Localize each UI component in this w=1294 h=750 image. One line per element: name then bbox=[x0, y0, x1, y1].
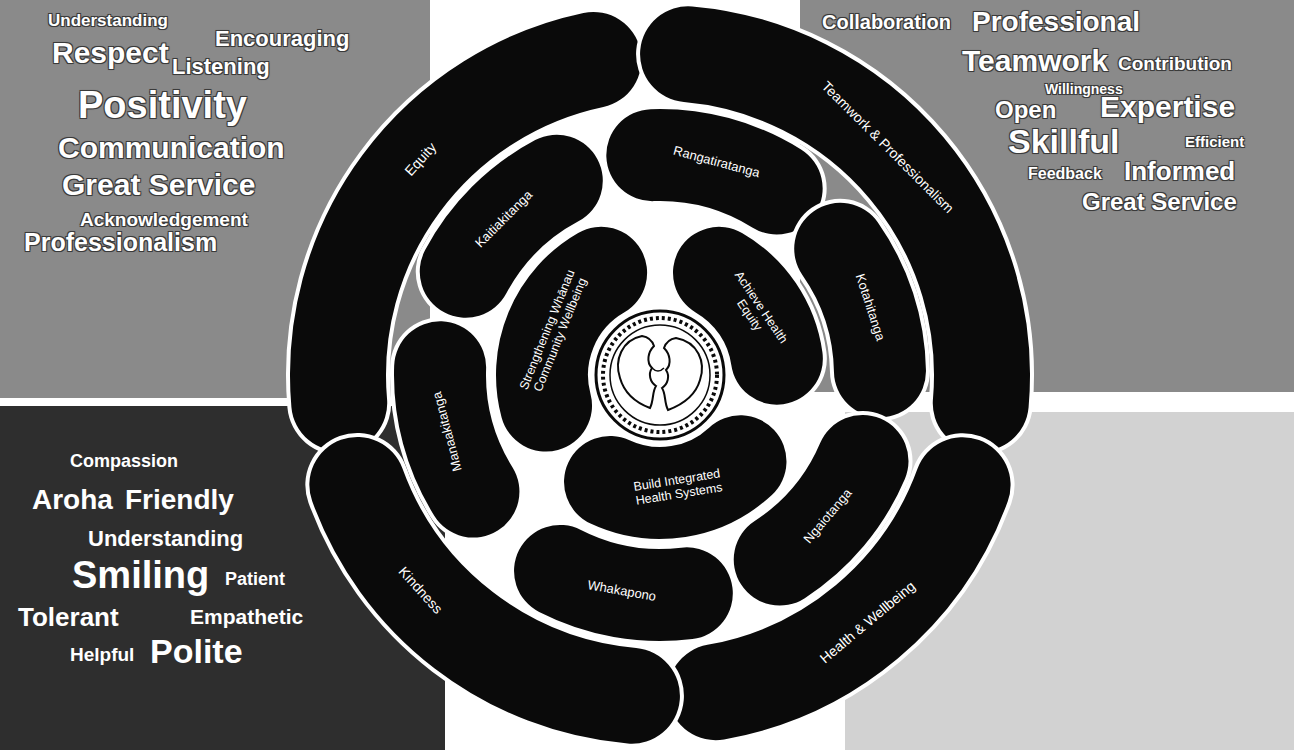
value-word: Informed bbox=[1124, 158, 1235, 184]
value-word: Professional bbox=[972, 8, 1140, 36]
value-word: Great Service bbox=[62, 170, 255, 200]
value-word: Teamwork bbox=[962, 46, 1108, 76]
value-word: Tolerant bbox=[18, 604, 119, 630]
value-word: Communication bbox=[58, 133, 285, 163]
value-word: Encouraging bbox=[215, 28, 349, 50]
value-word: Listening bbox=[172, 56, 270, 78]
value-word: Polite bbox=[150, 634, 243, 668]
value-wheel bbox=[247, 0, 1072, 750]
value-word: Smiling bbox=[72, 556, 209, 594]
value-word: Great Service bbox=[1082, 190, 1237, 214]
value-word: Feedback bbox=[1028, 166, 1102, 182]
centre-logo bbox=[596, 311, 724, 439]
value-word: Understanding bbox=[88, 528, 243, 550]
value-word: Empathetic bbox=[190, 606, 303, 627]
value-word: Aroha bbox=[32, 486, 113, 514]
value-word: Helpful bbox=[70, 645, 134, 664]
value-word: Acknowledgement bbox=[80, 210, 248, 229]
value-word: Compassion bbox=[70, 452, 178, 470]
value-word: Friendly bbox=[125, 486, 234, 514]
word-cloud-panel: UnderstandingEncouraging RespectListening… bbox=[0, 0, 430, 398]
value-word: Patient bbox=[225, 570, 285, 588]
value-word: Respect bbox=[52, 38, 169, 68]
value-word: Professionalism bbox=[24, 230, 217, 255]
value-word: Understanding bbox=[48, 12, 168, 29]
value-word: Positivity bbox=[78, 86, 247, 124]
value-word: Contribution bbox=[1118, 54, 1232, 73]
value-word: Efficient bbox=[1185, 134, 1244, 149]
value-word: Open bbox=[995, 98, 1056, 122]
value-word: Skillful bbox=[1008, 124, 1119, 158]
value-word: Collaboration bbox=[822, 12, 951, 32]
value-word: Expertise bbox=[1100, 92, 1235, 122]
word-cloud-panel: CompassionAroha FriendlyUnderstandingSmil… bbox=[0, 406, 445, 750]
